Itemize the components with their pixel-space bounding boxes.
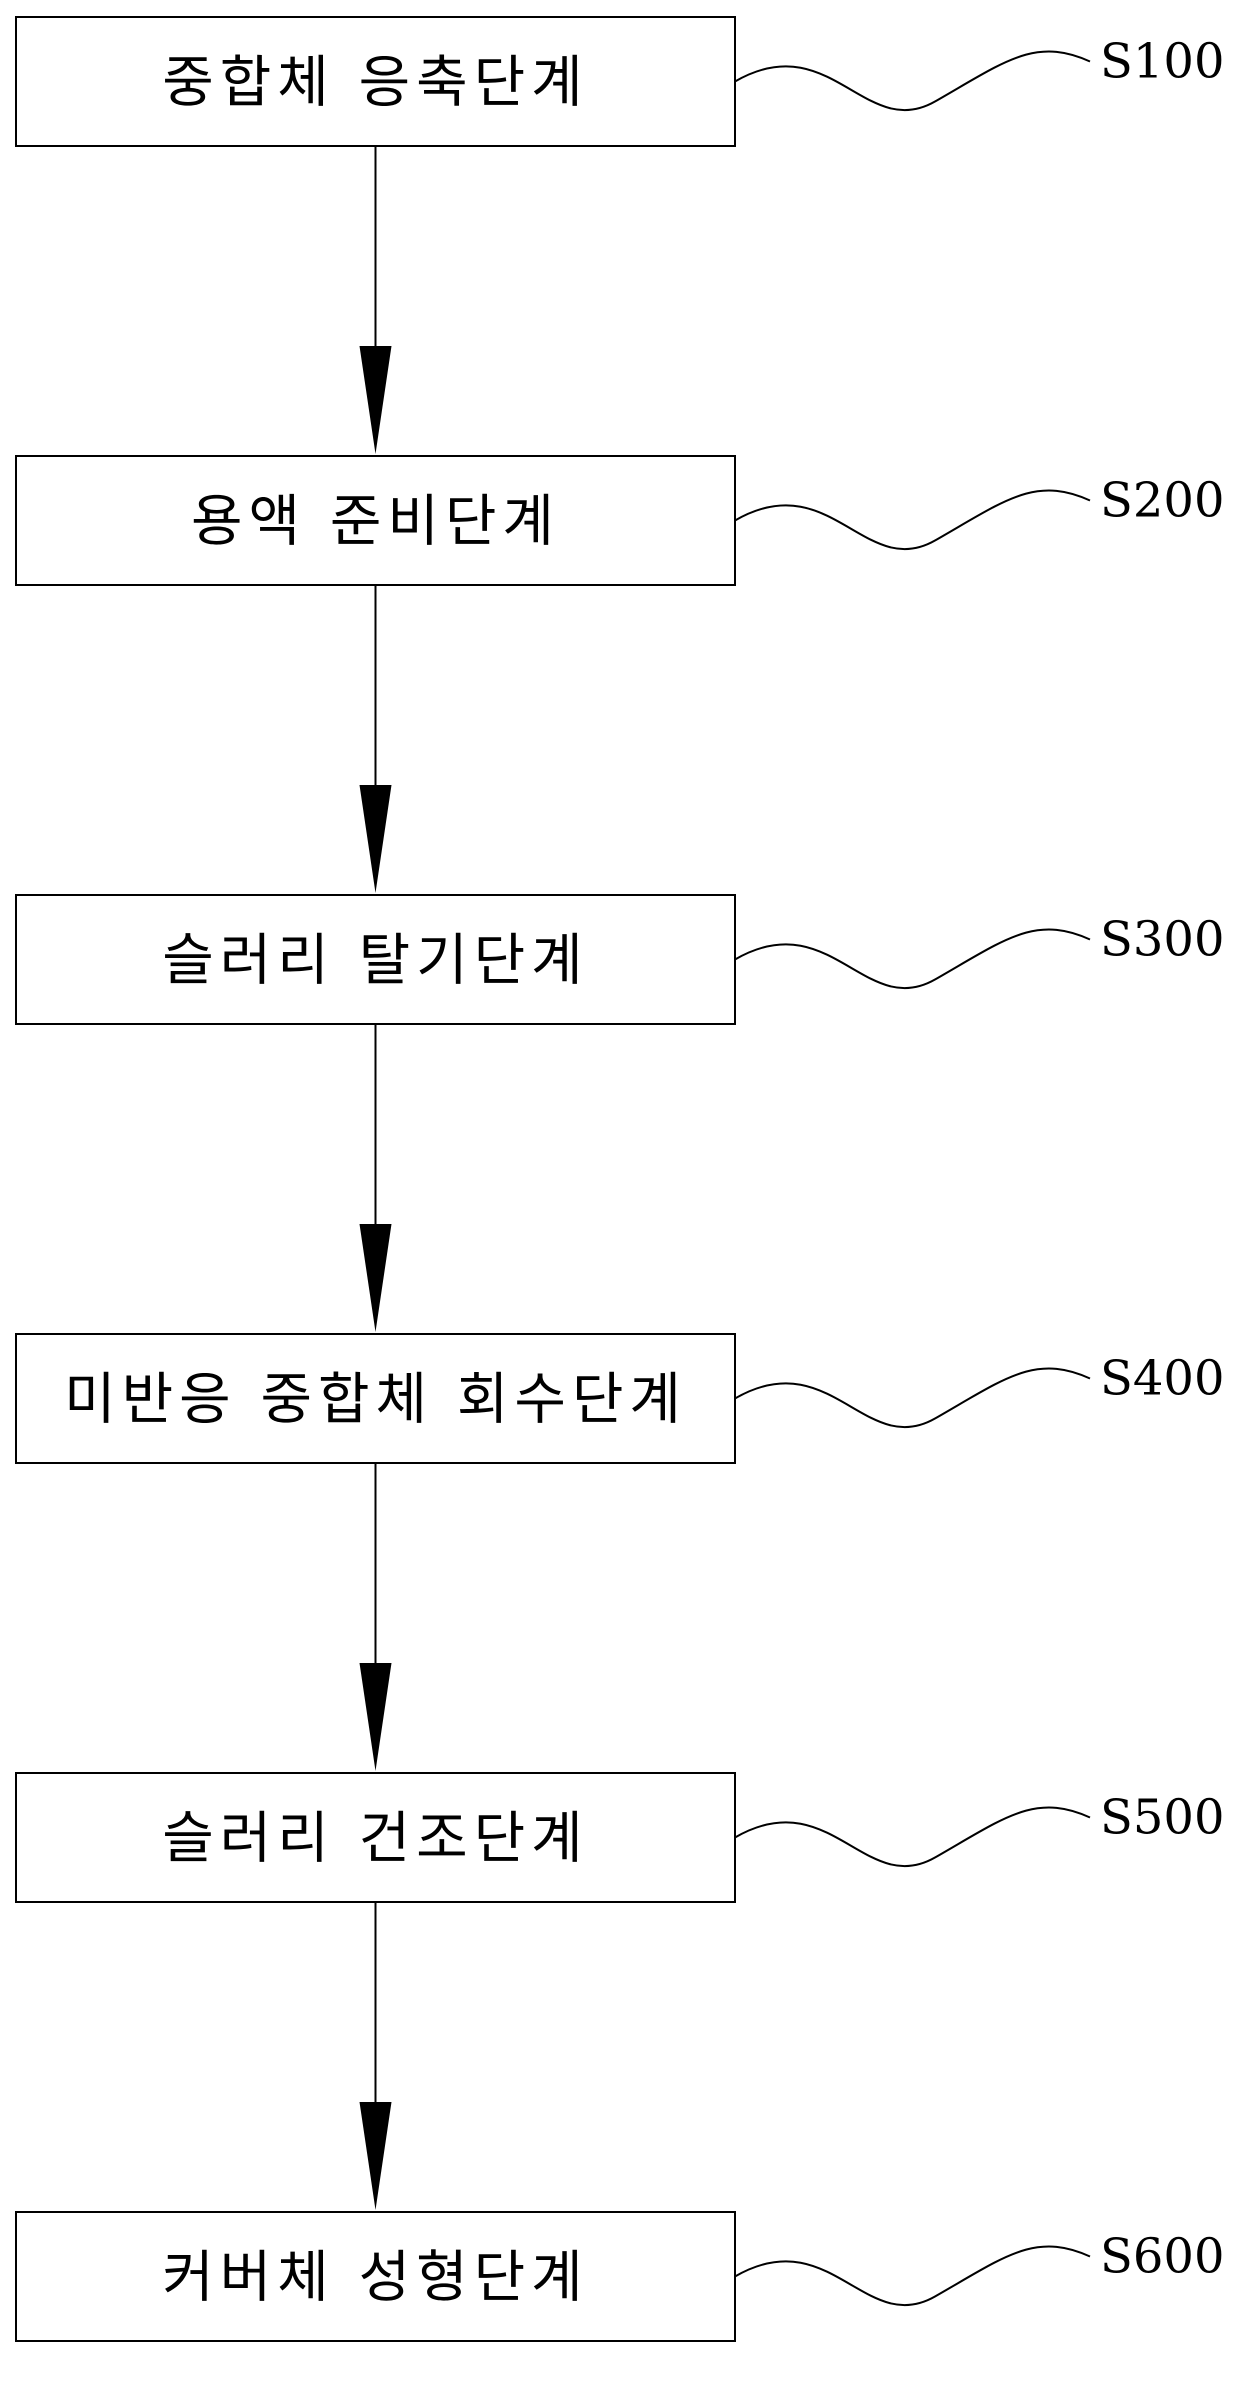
step-label-6: 커버체 성형단계	[162, 2246, 588, 2311]
step-label-5: 슬러리 건조단계	[162, 1807, 588, 1872]
step-label-3: 슬러리 탈기단계	[162, 929, 588, 994]
step-label-2: 용액 준비단계	[191, 490, 560, 555]
arrow-head-2	[360, 785, 392, 893]
leader-line-2	[735, 490, 1090, 549]
arrow-head-4	[360, 1663, 392, 1771]
step-code-5: S500	[1100, 1790, 1225, 1846]
step-code-1: S100	[1100, 34, 1225, 90]
leader-line-4	[735, 1368, 1090, 1427]
step-code-6: S600	[1100, 2229, 1225, 2285]
step-code-2: S200	[1100, 473, 1225, 529]
leader-line-3	[735, 929, 1090, 988]
leader-line-6	[735, 2246, 1090, 2305]
arrow-head-5	[360, 2102, 392, 2210]
arrow-head-1	[360, 346, 392, 454]
arrow-head-3	[360, 1224, 392, 1332]
step-code-3: S300	[1100, 912, 1225, 968]
step-label-1: 중합체 응축단계	[162, 51, 588, 116]
step-code-4: S400	[1100, 1351, 1225, 1407]
leader-line-5	[735, 1807, 1090, 1866]
step-label-4: 미반응 중합체 회수단계	[64, 1368, 687, 1433]
leader-line-1	[735, 51, 1090, 110]
